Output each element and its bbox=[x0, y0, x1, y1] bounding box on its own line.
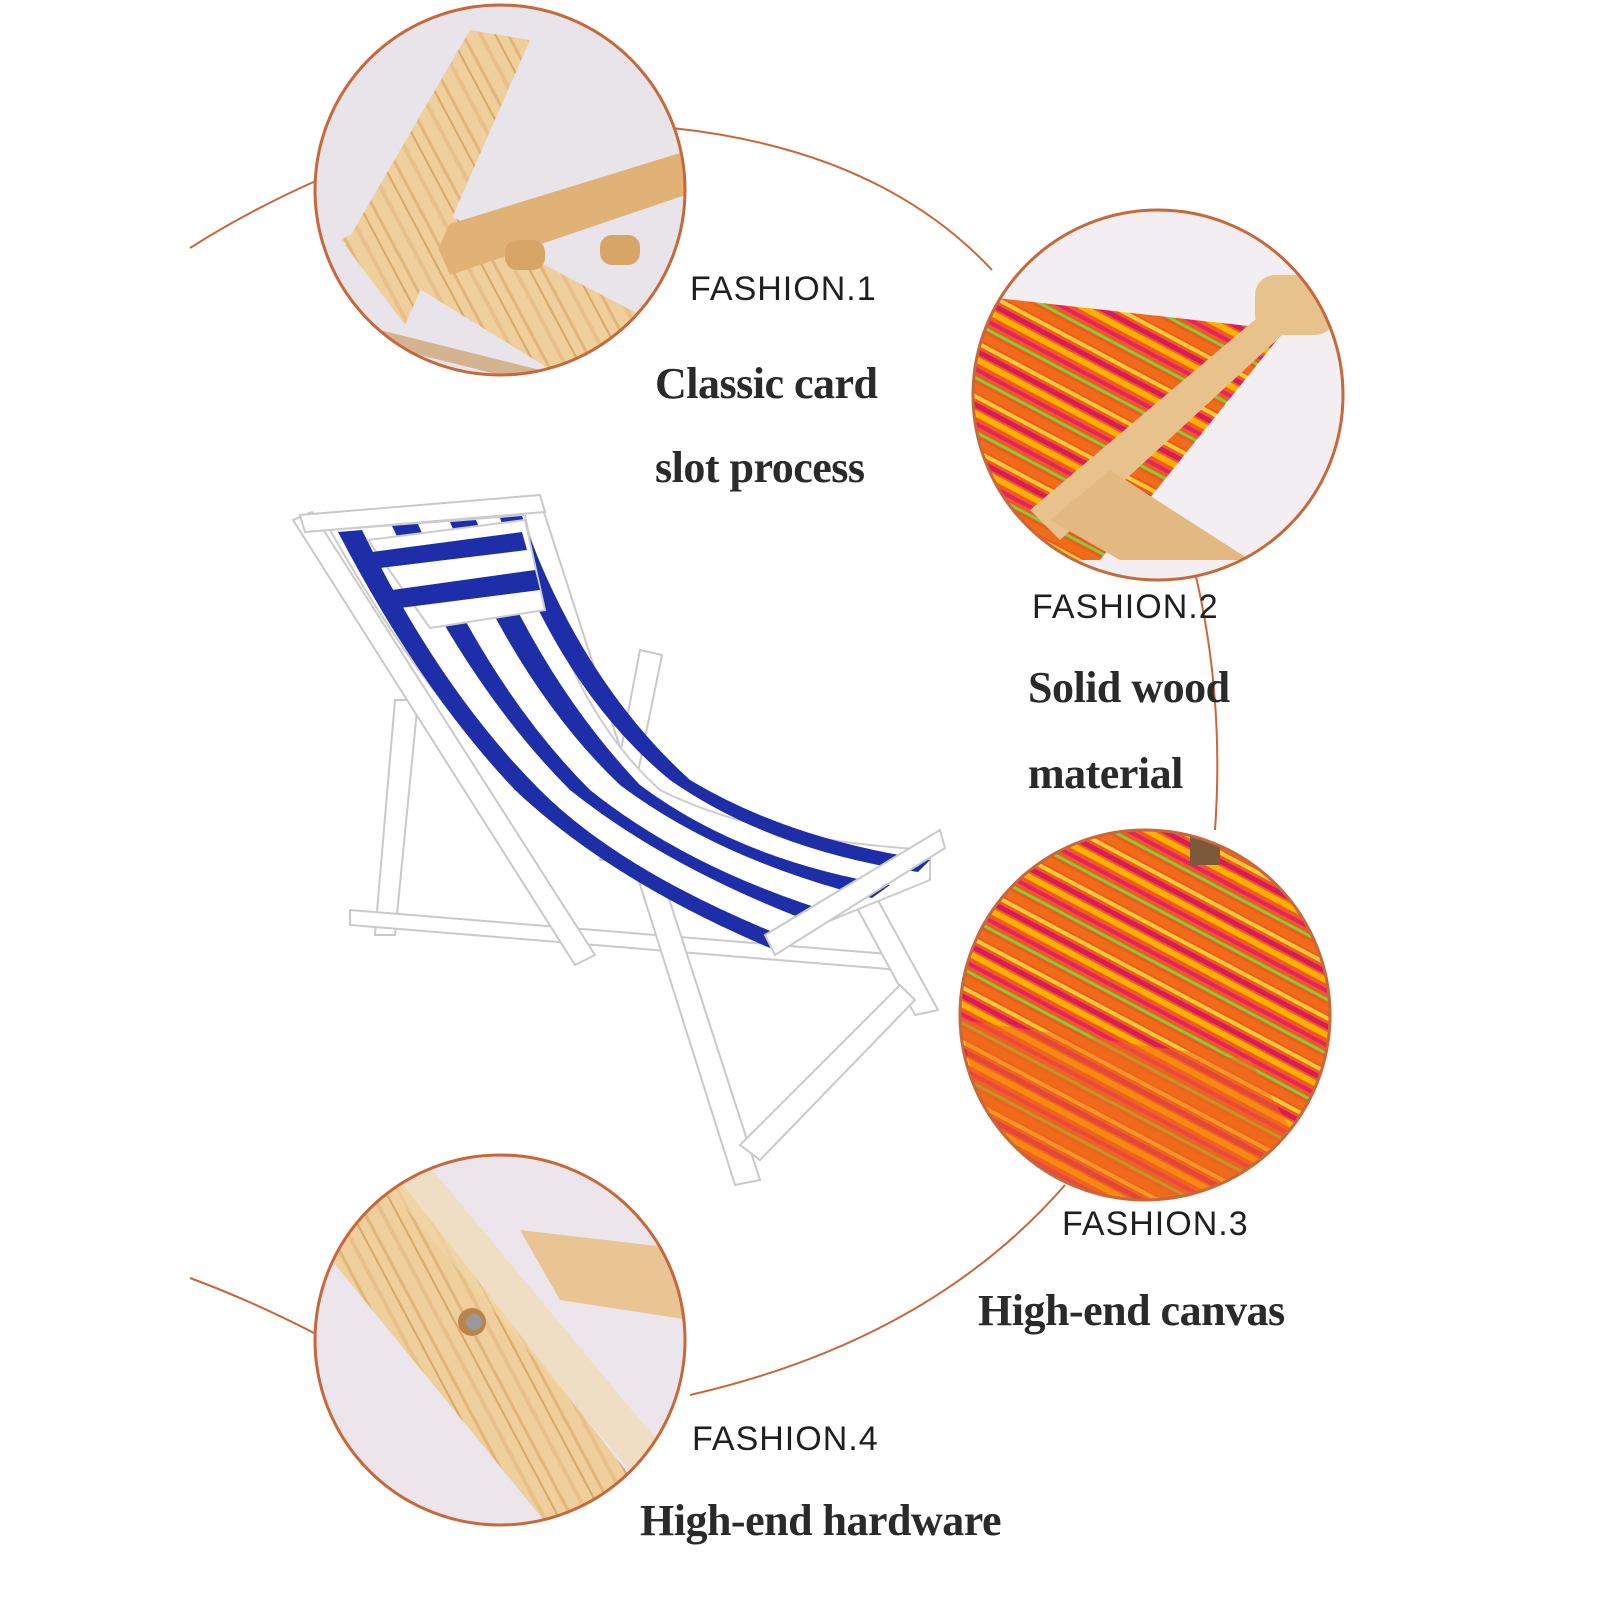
feature-4-title: High-end hardware bbox=[640, 1496, 1002, 1545]
connector-arc-bottom-right bbox=[689, 1184, 1066, 1396]
connector-arc-bottom-left bbox=[189, 1277, 319, 1336]
feature-2-title-line1: Solid wood bbox=[1028, 663, 1230, 712]
striped-canvas-pillow-detail-icon bbox=[958, 828, 1332, 1202]
wood-slot-detail-icon bbox=[313, 3, 687, 377]
chair-pillow bbox=[366, 518, 547, 630]
feature-4-label: FASHION.4 bbox=[692, 1420, 879, 1458]
feature-1-title-line1: Classic card bbox=[655, 359, 878, 408]
feature-3-title: High-end canvas bbox=[978, 1286, 1285, 1335]
feature-3-label: FASHION.3 bbox=[1062, 1205, 1249, 1243]
connector-arc-right bbox=[1191, 559, 1219, 831]
connector-arc-top-right bbox=[671, 127, 993, 271]
feature-2-label: FASHION.2 bbox=[1032, 588, 1219, 626]
connector-arc-top bbox=[189, 179, 319, 249]
wood-screw-detail-icon bbox=[313, 1153, 687, 1527]
feature-1-title-line2: slot process bbox=[655, 443, 865, 492]
feature-1-label: FASHION.1 bbox=[690, 270, 877, 308]
striped-beach-chair-icon bbox=[291, 493, 947, 1187]
feature-2-title-line2: material bbox=[1028, 749, 1183, 798]
striped-canvas-wood-bar-detail-icon bbox=[971, 208, 1345, 582]
